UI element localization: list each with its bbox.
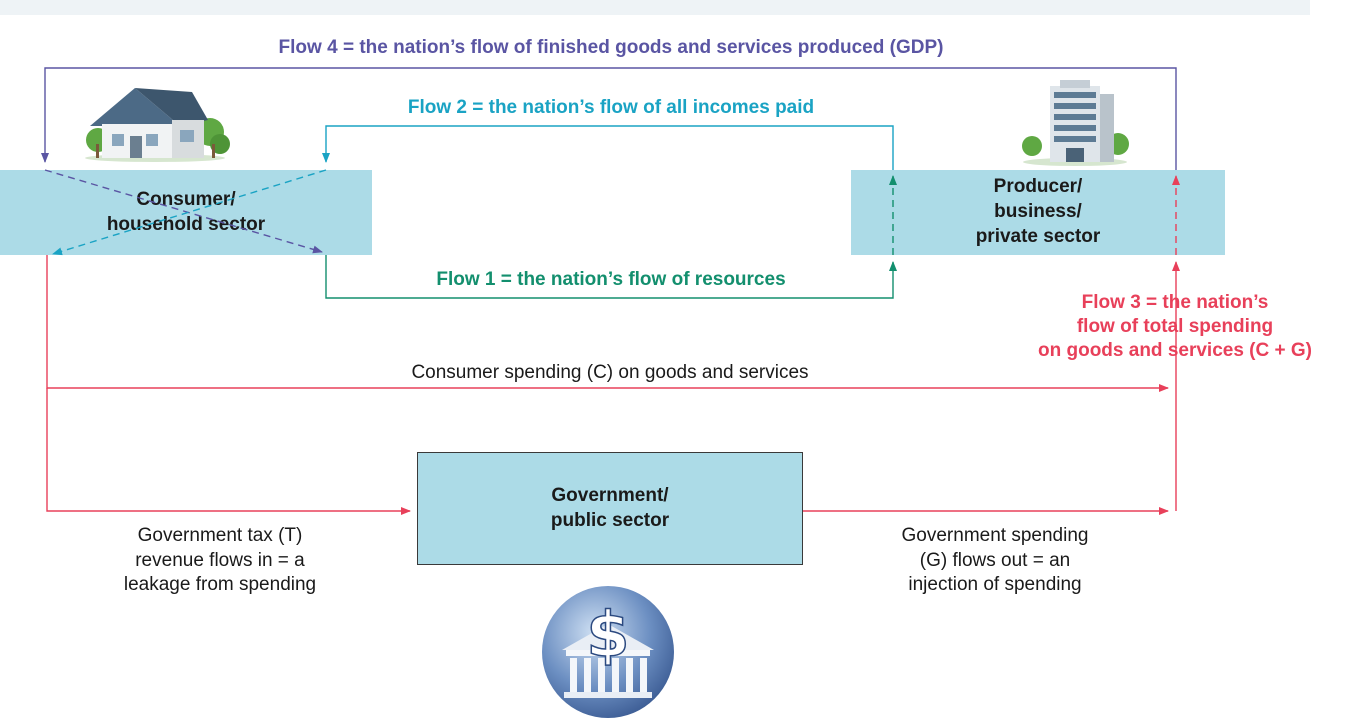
flow1-line	[325, 255, 897, 299]
flow2-line	[322, 125, 894, 170]
consumer-spending-label: Consumer spending (C) on goods and servi…	[411, 362, 809, 383]
flow3-label: Flow 3 = the nation’s flow of total spen…	[990, 291, 1360, 362]
flow4-line	[41, 67, 1177, 170]
consumer-sector-label-2: household sector	[106, 213, 266, 235]
flow1-label: Flow 1 = the nation’s flow of resources	[436, 269, 786, 290]
government-sector-label-2: public sector	[550, 509, 670, 531]
flow3-label-1: Flow 3 = the nation’s	[1081, 292, 1269, 313]
government-dollar-icon: $	[542, 586, 674, 718]
office-building-icon	[1022, 80, 1129, 166]
top-band	[0, 0, 1310, 15]
gov-spending-label-1: Government spending	[901, 525, 1089, 546]
flow3-label-3: on goods and services (C + G)	[1038, 339, 1312, 361]
government-sector-box: Government/ public sector	[417, 452, 803, 565]
flow2-label: Flow 2 = the nation’s flow of all income…	[407, 97, 815, 118]
tax-label: Government tax (T) revenue flows in = a …	[60, 524, 380, 598]
gov-spending-label-2: (G) flows out = an	[919, 549, 1071, 571]
government-sector-label-1: Government/	[551, 485, 669, 506]
flow4-label: Flow 4 = the nation’s flow of finished g…	[278, 37, 944, 58]
flow2-dashed-cross	[52, 169, 327, 256]
producer-sector-label-1: Producer/	[993, 176, 1083, 198]
tax-line	[46, 388, 411, 515]
producer-sector-label-3: private sector	[975, 225, 1101, 247]
producer-sector-label-2: business/	[994, 201, 1082, 223]
tax-label-3: leakage from spending	[123, 574, 317, 596]
svg-text:$: $	[586, 598, 629, 671]
house-icon	[85, 88, 230, 162]
gov-spending-label: Government spending (G) flows out = an i…	[840, 524, 1150, 598]
flow4-dashed-cross	[44, 169, 323, 254]
flow3-label-2: flow of total spending	[1076, 315, 1274, 337]
producer-sector-box: Producer/ business/ private sector	[851, 170, 1225, 255]
tax-label-1: Government tax (T)	[137, 525, 303, 546]
gov-spending-label-3: injection of spending	[908, 574, 1082, 596]
tax-label-2: revenue flows in = a	[135, 549, 305, 571]
